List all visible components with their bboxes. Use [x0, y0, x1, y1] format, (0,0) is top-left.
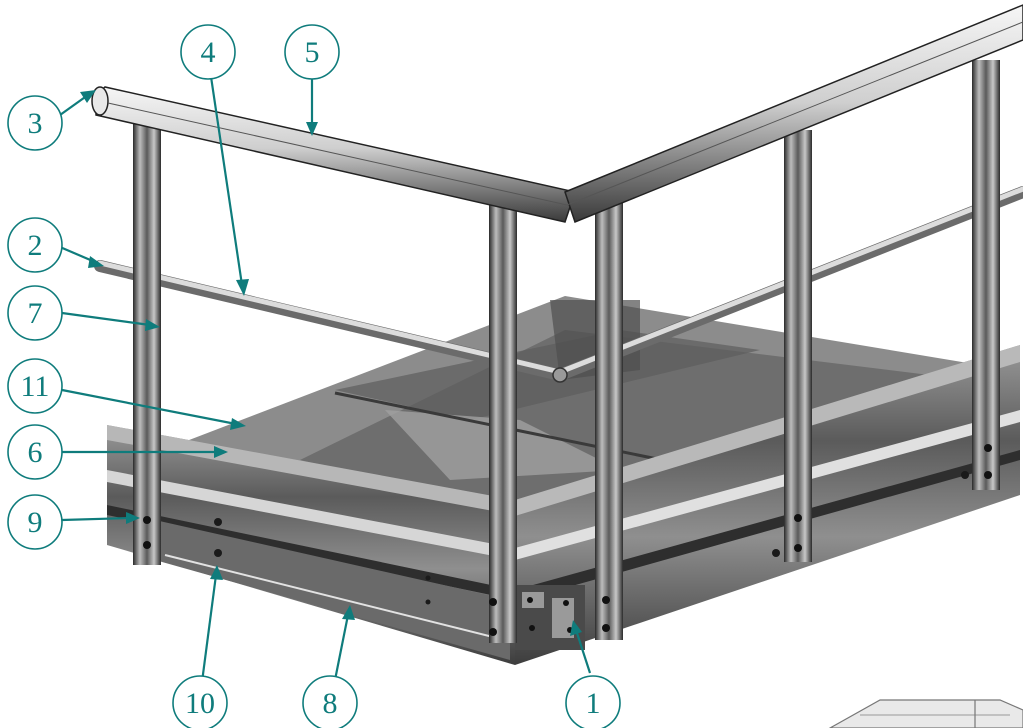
callout-7: 7: [7, 285, 63, 341]
posts: [133, 60, 1000, 643]
corner-bracket: [515, 585, 585, 650]
callout-6: 6: [7, 424, 63, 480]
callout-2-label: 2: [28, 229, 43, 262]
callout-9-label: 9: [28, 506, 43, 539]
callout-2: 2: [7, 217, 63, 273]
callout-7-label: 7: [28, 297, 43, 330]
callout-6-label: 6: [28, 436, 43, 469]
callout-1-label: 1: [586, 687, 601, 720]
partial-view-corner: [828, 699, 1023, 728]
callout-3-label: 3: [28, 107, 43, 140]
callout-10: 10: [172, 675, 228, 728]
callout-9: 9: [7, 494, 63, 550]
callout-leaders: [59, 69, 592, 683]
callout-1: 1: [565, 675, 621, 728]
callout-4-label: 4: [201, 36, 216, 69]
callout-11: 11: [7, 358, 63, 414]
callout-11-label: 11: [21, 370, 50, 403]
callout-8-label: 8: [323, 687, 338, 720]
top-handrail: [91, 4, 1023, 223]
callout-10-label: 10: [185, 687, 215, 720]
callout-4: 4: [180, 24, 236, 80]
callout-8: 8: [302, 675, 358, 728]
callout-5-label: 5: [305, 36, 320, 69]
callout-3: 3: [7, 95, 63, 151]
callout-5: 5: [284, 24, 340, 80]
left-side-beam: [107, 425, 515, 665]
right-side-beam: [515, 345, 1020, 665]
